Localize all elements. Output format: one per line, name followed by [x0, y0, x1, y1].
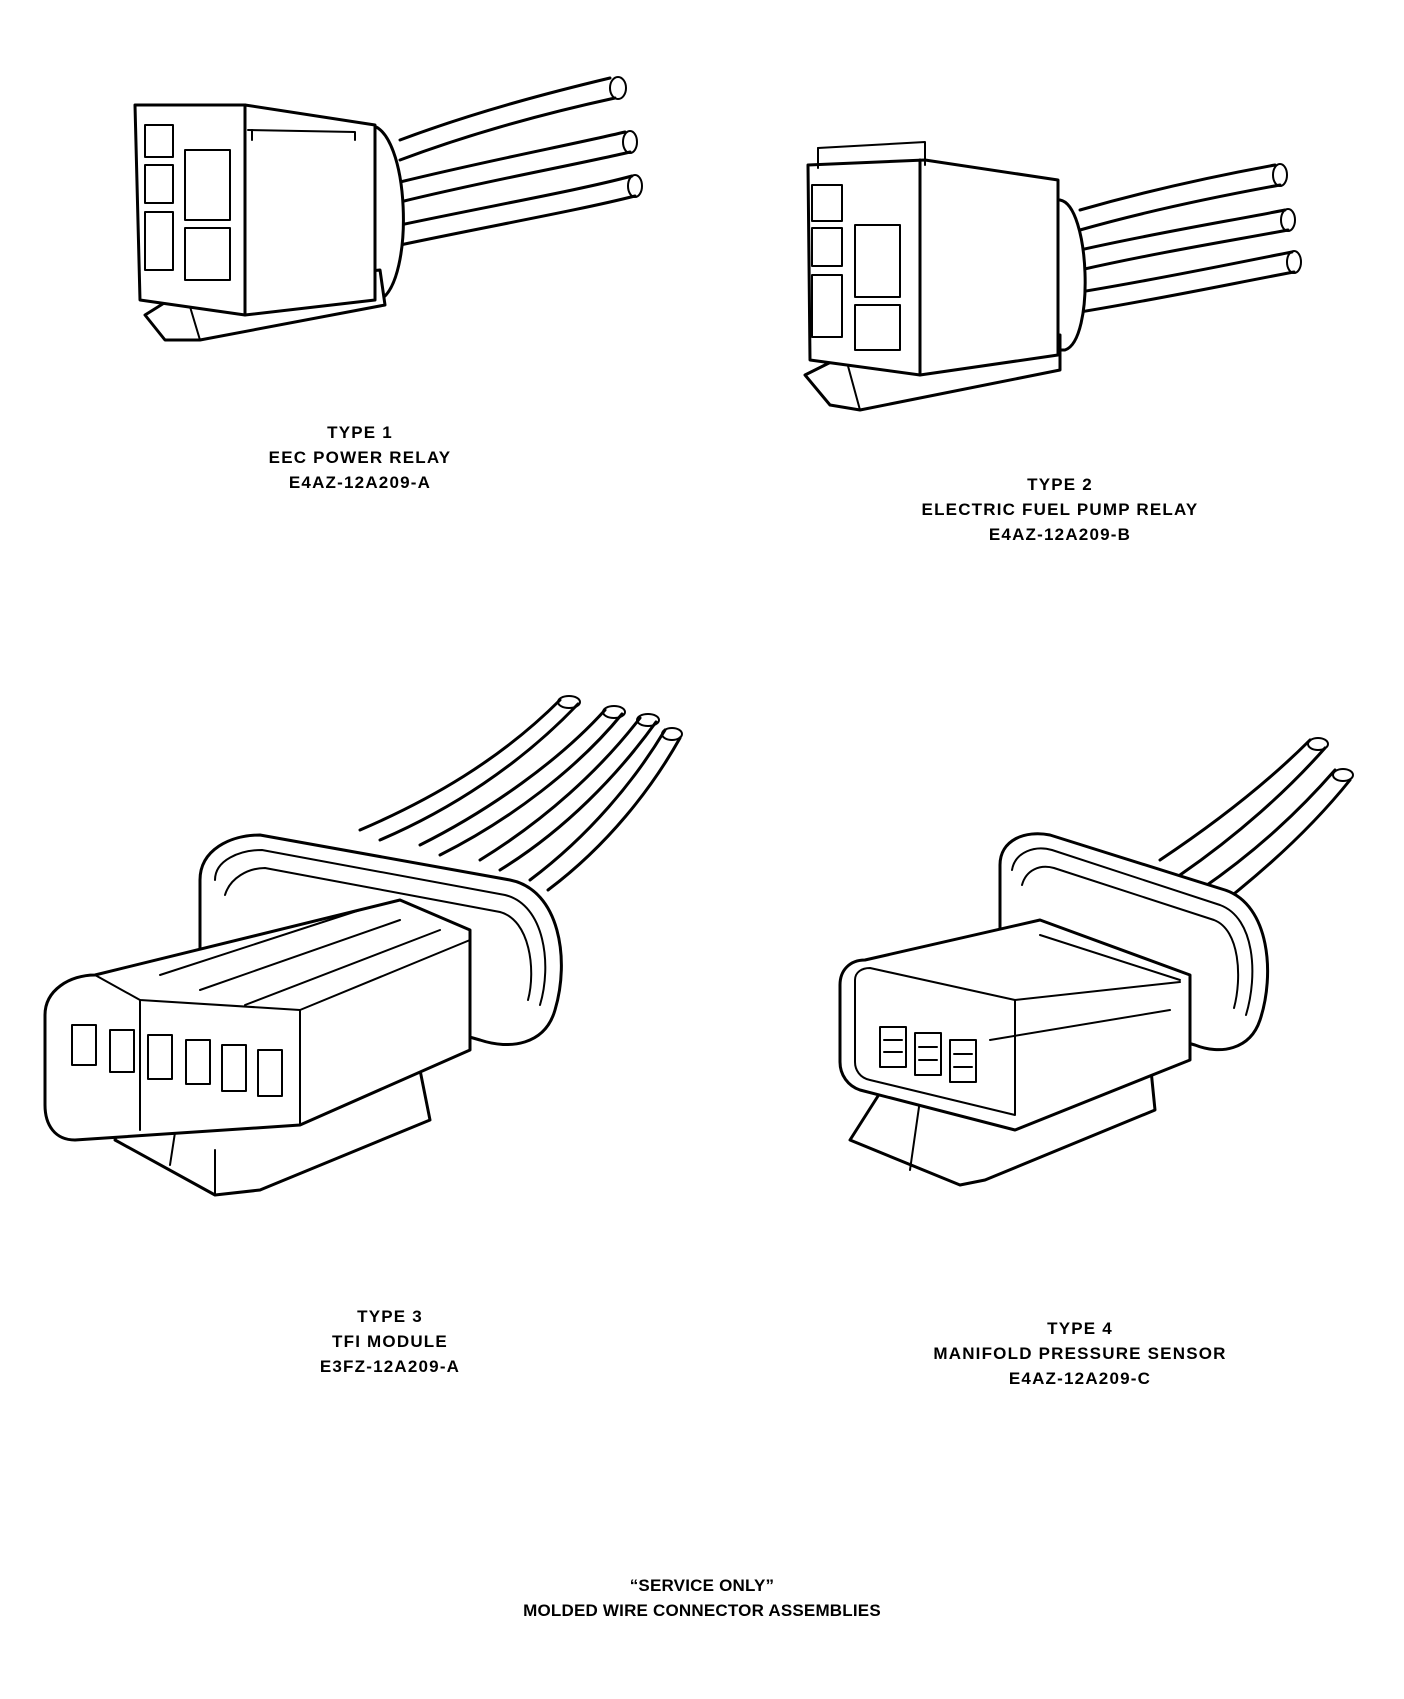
type2-cavity [854, 224, 901, 298]
type1-cavity [184, 227, 231, 281]
type3-cavity [185, 1039, 211, 1085]
figure-caption-line1: “SERVICE ONLY” [629, 1576, 775, 1595]
type2-cavity [811, 274, 843, 338]
type2-cavity [854, 304, 901, 351]
type1-type-label: TYPE 1 [327, 423, 393, 442]
type3-cavity [71, 1024, 97, 1066]
type3-part-number: E3FZ-12A209-A [319, 1357, 461, 1376]
type1-part-number: E4AZ-12A209-A [288, 473, 432, 492]
type4-cavity [914, 1032, 942, 1076]
type3-connector-drawing [43, 695, 683, 1197]
type3-wires [358, 695, 683, 892]
type2-label: TYPE 2 ELECTRIC FUEL PUMP RELAY E4AZ-12A… [880, 472, 1240, 547]
type2-housing [806, 141, 1060, 377]
type3-label: TYPE 3 TFI MODULE E3FZ-12A209-A [270, 1304, 510, 1379]
type4-part-number: E4AZ-12A209-C [1008, 1369, 1152, 1388]
type1-connector-drawing [133, 76, 643, 342]
type3-cavity [109, 1029, 135, 1073]
type4-name: MANIFOLD PRESSURE SENSOR [933, 1344, 1227, 1363]
type1-cavity [144, 124, 174, 158]
type4-label: TYPE 4 MANIFOLD PRESSURE SENSOR E4AZ-12A… [910, 1316, 1250, 1391]
figure-caption-line2: MOLDED WIRE CONNECTOR ASSEMBLIES [523, 1601, 881, 1620]
type2-connector-drawing [803, 141, 1302, 412]
type4-cavity [879, 1026, 907, 1068]
type3-name: TFI MODULE [332, 1332, 448, 1351]
type1-cavity [144, 211, 174, 271]
type1-label: TYPE 1 EEC POWER RELAY E4AZ-12A209-A [230, 420, 490, 495]
type3-type-label: TYPE 3 [357, 1307, 423, 1326]
type2-wires [1078, 163, 1302, 314]
type1-wires [398, 76, 643, 247]
type4-wires [1158, 737, 1354, 907]
figure-caption: “SERVICE ONLY” MOLDED WIRE CONNECTOR ASS… [402, 1573, 1002, 1623]
type2-cavity [811, 184, 843, 222]
type2-name: ELECTRIC FUEL PUMP RELAY [921, 500, 1199, 519]
type1-name: EEC POWER RELAY [268, 448, 452, 467]
type4-type-label: TYPE 4 [1047, 1319, 1113, 1338]
type1-housing [133, 103, 377, 317]
type4-housing [838, 918, 1192, 1132]
type3-cavity [221, 1044, 247, 1092]
type4-cavity [949, 1039, 977, 1083]
type2-cavity [811, 227, 843, 267]
type3-cavity [147, 1034, 173, 1080]
type4-connector-drawing [838, 737, 1354, 1187]
type3-housing [43, 898, 472, 1142]
type2-part-number: E4AZ-12A209-B [988, 525, 1132, 544]
type1-cavity [184, 149, 231, 221]
type1-cavity [144, 164, 174, 204]
type3-cavity [257, 1049, 283, 1097]
type2-type-label: TYPE 2 [1027, 475, 1093, 494]
